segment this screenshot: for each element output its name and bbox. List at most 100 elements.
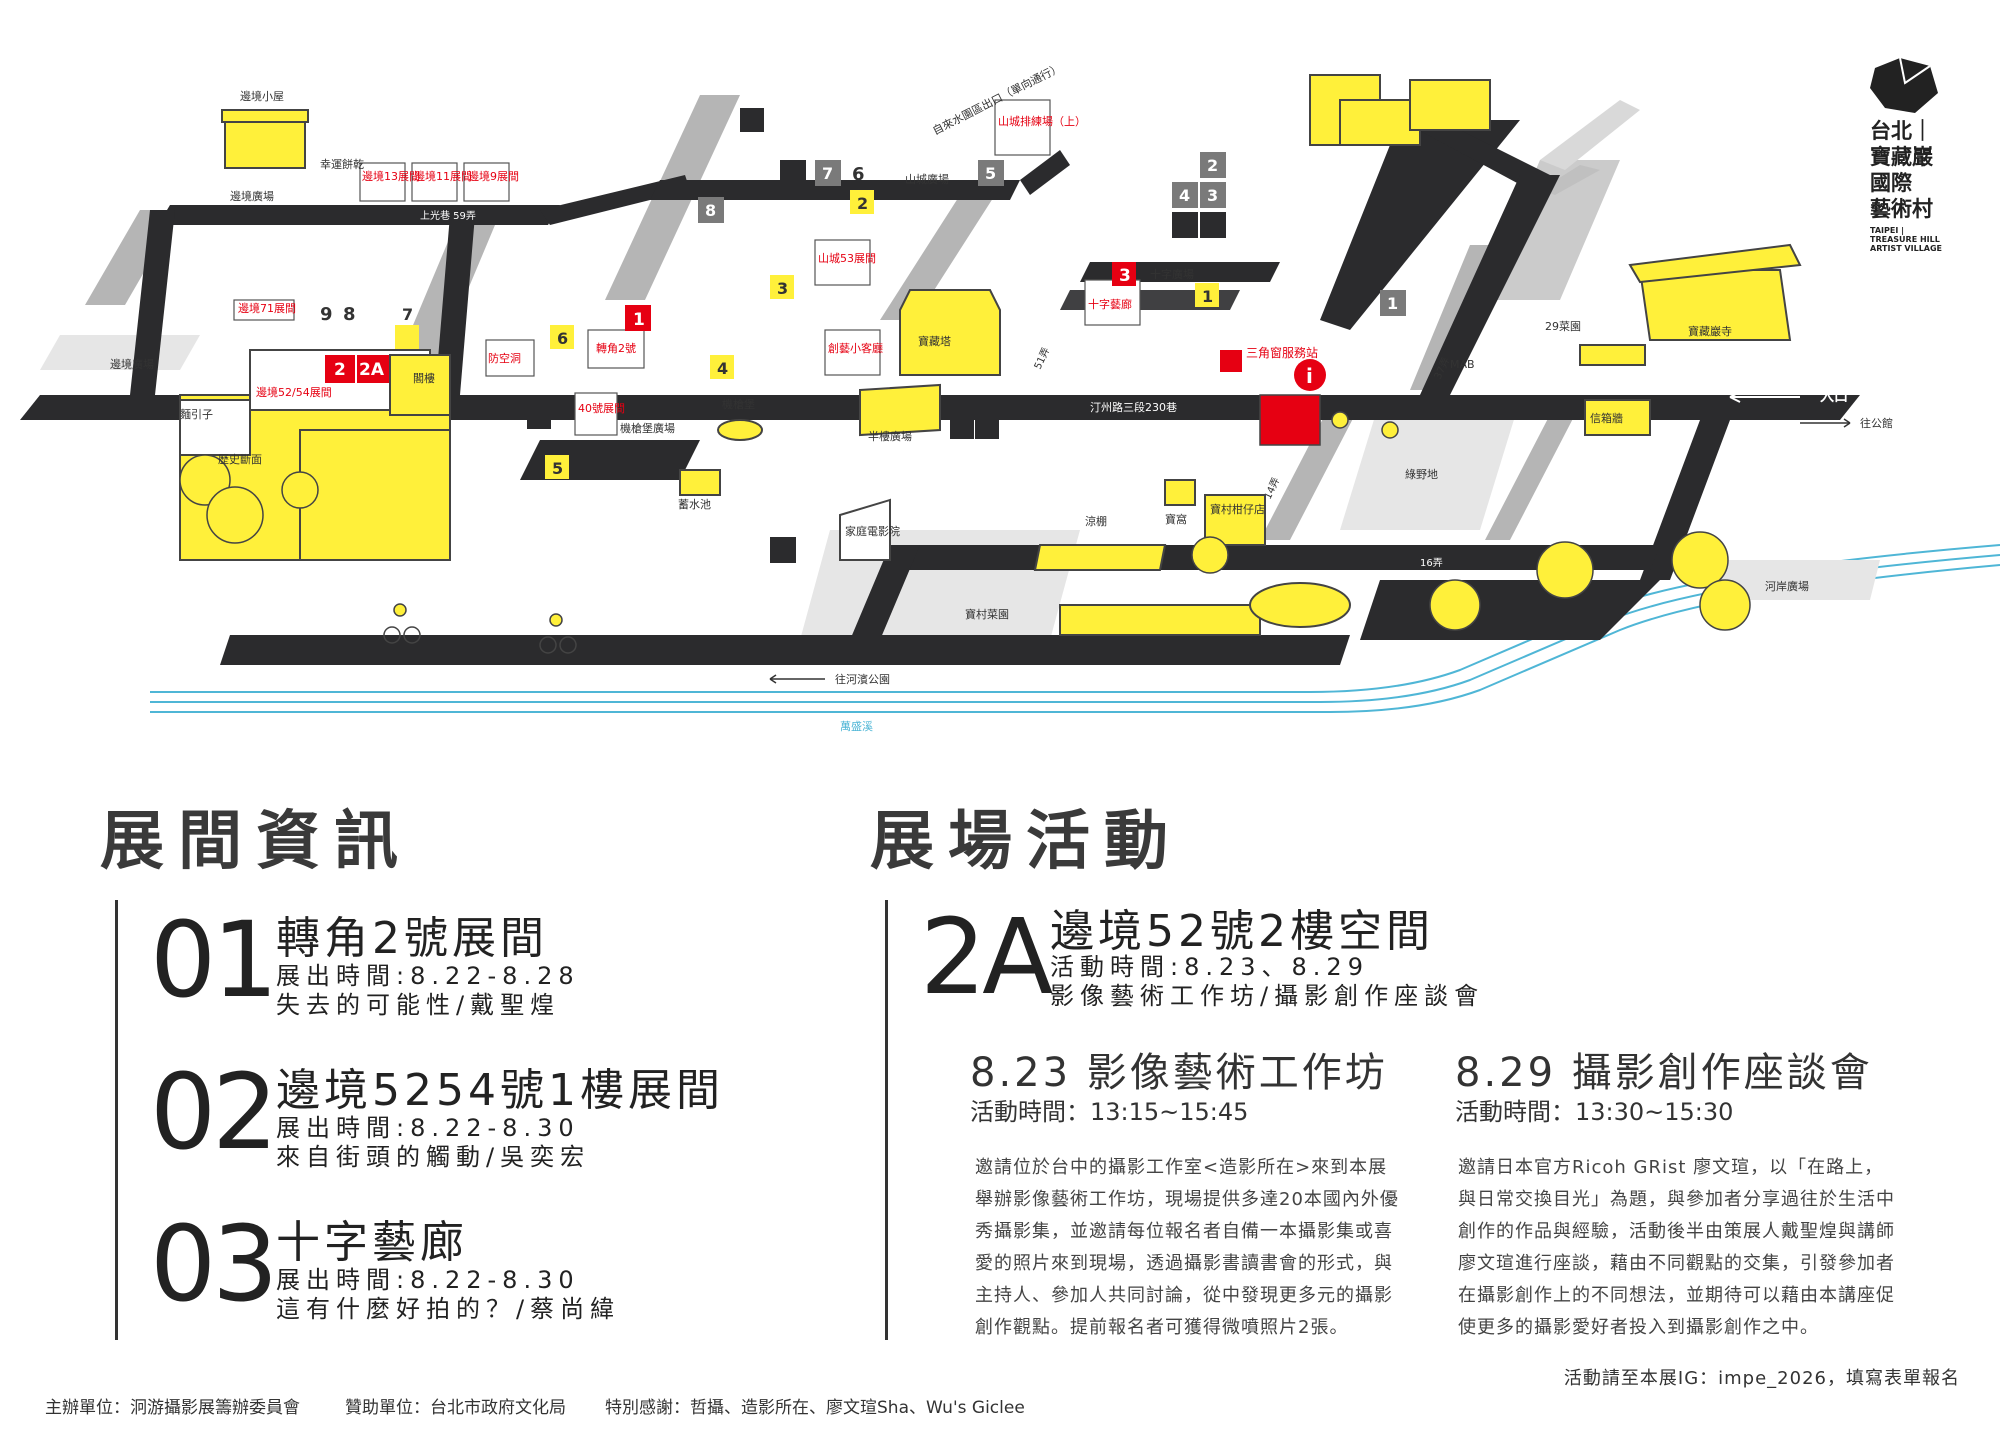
event-line: 使更多的攝影愛好者投入到攝影創作之中。 — [1458, 1317, 1819, 1338]
marker-yellow-3-text: 3 — [777, 279, 788, 298]
label-pavilion: 閣樓 — [413, 371, 435, 385]
exhibit-number: 02 — [150, 1051, 278, 1173]
trees — [179, 411, 1751, 631]
marker-red-3[interactable] — [1112, 262, 1136, 286]
marker-red-3-text: 3 — [1119, 266, 1131, 286]
label-liangpeng: 涼棚 — [1085, 514, 1107, 528]
entrance-arrow-icon — [1729, 391, 1800, 403]
marker-yellow-5[interactable] — [545, 455, 569, 479]
marker-gray-4-text: 4 — [1179, 186, 1190, 205]
label-heian: 河岸廣場 — [1765, 579, 1809, 593]
label-bianjing-guangchang-2: 邊境廣場 — [110, 357, 154, 371]
marker-9-text: 9 — [320, 304, 333, 325]
label-baocangta: 寶藏塔 — [918, 334, 951, 348]
label-room71: 邊境71展間 — [238, 301, 296, 315]
event-line: 舉辦影像藝術工作坊，現場提供多達20本國內外優 — [975, 1189, 1399, 1210]
label-xindianxi: 萬盛溪 — [840, 719, 873, 733]
exhibit-info-title: 展間資訊 — [100, 805, 412, 879]
label-xiangzidian: 寶村柑仔店 — [1210, 502, 1265, 516]
event-line: 創作觀點。提前報名者可獲得微噴照片2張。 — [975, 1317, 1349, 1338]
logo-line2: 寶藏巖 — [1870, 145, 1933, 169]
marker-yellow-4[interactable] — [710, 355, 734, 379]
label-shangguang: 上光巷 59弄 — [420, 209, 476, 222]
marker-red-1-text: 1 — [633, 310, 645, 330]
toilet-icon — [770, 537, 796, 563]
exhibit-title: 轉角2號展間 — [276, 913, 548, 964]
left-divider — [115, 900, 118, 1340]
marker-gray-7-text: 7 — [822, 164, 833, 183]
label-wang-hebin: 往河濱公園 — [835, 672, 890, 686]
label-shizi-yilang: 十字藝廊 — [1088, 297, 1132, 311]
label-lane51: 51弄 — [1032, 346, 1052, 372]
event-line: 與日常交換目光」為題，與參加者分享過往於生活中 — [1458, 1189, 1895, 1210]
marker-yellow-3[interactable] — [770, 275, 794, 299]
label-baocun-caiyuan: 寶村菜園 — [965, 607, 1009, 621]
exhibit-time: 展出時間:8.22-8.30 — [276, 1114, 580, 1142]
hebin-arrow-icon — [769, 674, 825, 684]
event-time: 活動時間：13:30~15:30 — [1455, 1098, 1734, 1126]
label-fangkongdong: 防空洞 — [488, 351, 521, 365]
exhibit-title: 十字藝廊 — [276, 1217, 468, 1268]
event-title: 8.23 影像藝術工作坊 — [970, 1050, 1388, 1096]
exhibit-title: 邊境5254號1樓展間 — [276, 1065, 724, 1116]
logo-line4: 藝術村 — [1870, 197, 1933, 221]
toilet-icon — [527, 405, 551, 429]
exhibit-desc: 這有什麼好拍的？/蔡尚緯 — [276, 1295, 621, 1323]
marker-gray-3-text: 3 — [1207, 186, 1218, 205]
label-room5254: 邊境52/54展間 — [256, 385, 332, 399]
toilet-icons — [527, 108, 1226, 563]
label-lane16: 16弄 — [1420, 557, 1443, 569]
event-line: 邀請位於台中的攝影工作室<造影所在>來到本展 — [975, 1157, 1388, 1178]
marker-yellow-6[interactable] — [550, 325, 574, 349]
marker-gray-2-text: 2 — [1207, 156, 1218, 175]
event-line: 邀請日本官方Ricoh GRist 廖文瑄，以「在路上， — [1458, 1157, 1884, 1178]
exhibit-number: 03 — [150, 1203, 278, 1325]
logo-line1: 台北｜ — [1870, 119, 1933, 143]
marker-6-text: 6 — [852, 164, 865, 185]
label-room40: 40號展間 — [578, 402, 625, 415]
marker-gray-1-text: 1 — [1387, 294, 1398, 313]
label-bianjing-guangchang-1: 邊境廣場 — [230, 189, 274, 203]
exhibit-desc: 失去的可能性/戴聖煌 — [276, 991, 561, 1019]
exhibit-boxes — [233, 99, 1141, 436]
exhibit-number: 01 — [150, 899, 278, 1021]
marker-red-2[interactable] — [325, 355, 355, 383]
marker-red-2A[interactable] — [357, 355, 389, 383]
exhibit-time: 展出時間:8.22-8.30 — [276, 1266, 580, 1294]
marker-yellow-7-text: 7 — [402, 305, 413, 324]
label-lvyedi: 綠野地 — [1405, 468, 1438, 481]
event-description: 邀請位於台中的攝影工作室<造影所在>來到本展 舉辦影像藝術工作坊，現場提供多達2… — [975, 1152, 1415, 1344]
logo-en1: TAIPEI | — [1870, 226, 1905, 235]
label-jiating: 家庭電影院 — [845, 524, 900, 538]
service-station: i — [1220, 350, 1326, 446]
label-banlou: 半樓廣場 — [868, 429, 912, 443]
marker-red-1[interactable] — [625, 305, 651, 331]
marker-yellow-2-text: 2 — [857, 194, 868, 213]
marker-yellow-2[interactable] — [850, 190, 874, 214]
toilet-icon — [740, 108, 764, 132]
label-room11: 邊境11展間 — [414, 169, 472, 183]
info-icon: i — [1306, 364, 1313, 388]
water-icon — [950, 415, 974, 439]
label-wang-gongguan: 往公館 — [1860, 416, 1893, 430]
marker-yellow-1[interactable] — [1195, 283, 1219, 307]
footer-organizer: 主辦單位：泂游攝影展籌辦委員會 — [45, 1398, 300, 1418]
label-xushuichi: 蓄水池 — [678, 498, 711, 511]
logo-mark-icon — [1870, 58, 1938, 113]
marker-yellow-5-text: 5 — [552, 459, 563, 478]
label-baocun: 寶窩 — [1165, 512, 1187, 526]
marker-red-2A-text: 2A — [359, 360, 385, 380]
marker-yellow-7[interactable] — [395, 325, 419, 349]
site-map: 上光巷 59弄 汀州路三段230巷 51弄 37弄 14弄 16弄 — [20, 60, 2000, 733]
logo-en3: ARTIST VILLAGE — [1870, 244, 1943, 253]
footer-thanks: 特別感謝：哲攝、造影所在、廖文瑄Sha、Wu's Giclee — [605, 1398, 1025, 1418]
ig-registration-note: 活動請至本展IG：impe_2026，填寫表單報名 — [1563, 1368, 1960, 1389]
marker-red-2-text: 2 — [334, 360, 346, 380]
logo-en2: TREASURE HILL — [1870, 235, 1940, 244]
label-jiqiangbao-guangchang: 機槍堡廣場 — [620, 421, 675, 435]
label-mab: MAB — [1450, 358, 1475, 371]
label-shancheng-guangchang: 山城廣場 — [905, 172, 949, 186]
toilet-icon — [780, 160, 806, 186]
right-divider — [885, 900, 888, 1340]
label-caiyuan29: 29菜園 — [1545, 320, 1581, 333]
